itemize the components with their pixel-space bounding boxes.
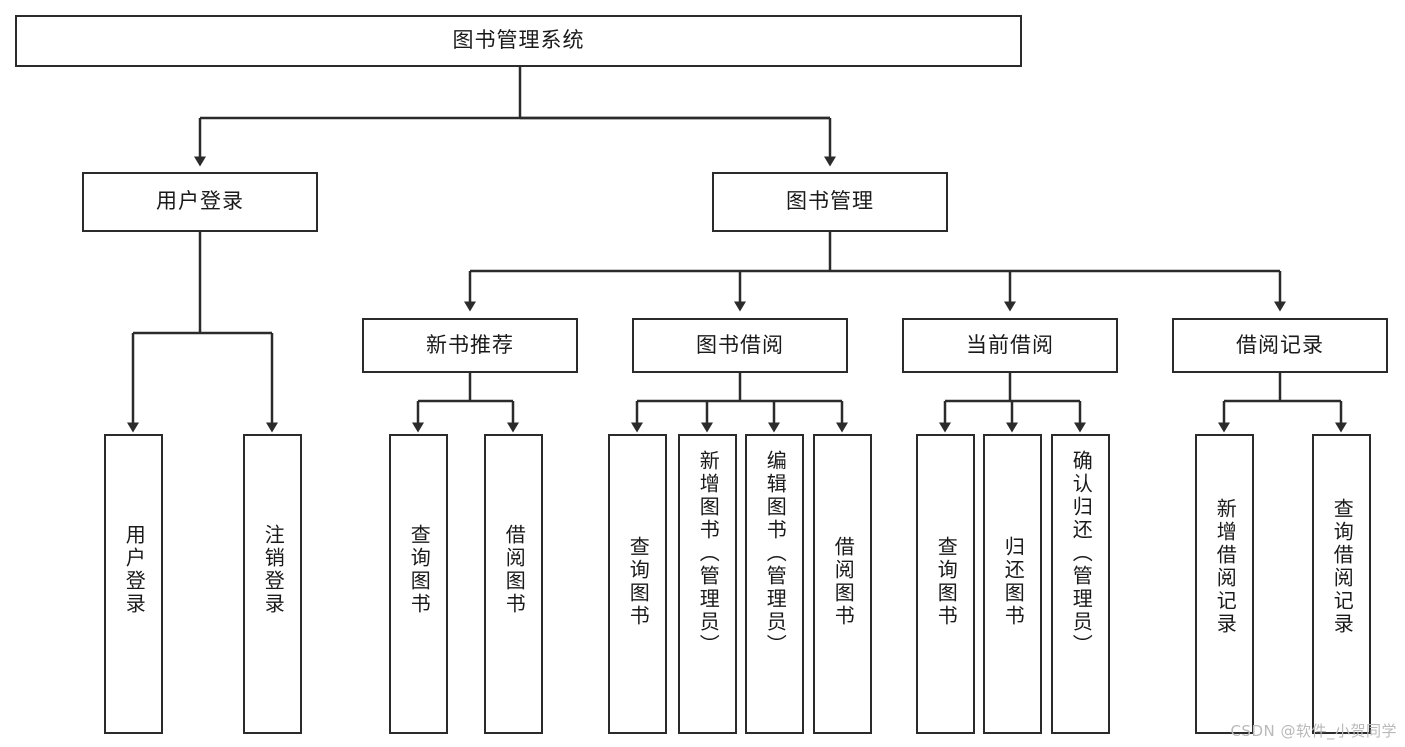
node-current-borrow[interactable]: 当前借阅 bbox=[902, 318, 1118, 373]
node-label: 借阅图书 bbox=[502, 524, 527, 616]
node-borrow-record[interactable]: 借阅记录 bbox=[1172, 318, 1388, 373]
leaf-return-book[interactable]: 归还图书 bbox=[983, 434, 1042, 734]
node-label: 注销登录 bbox=[261, 524, 286, 616]
leaf-query-book-current[interactable]: 查询图书 bbox=[916, 434, 975, 734]
leaf-user-login[interactable]: 用户登录 bbox=[104, 434, 163, 734]
node-label: 查询图书 bbox=[626, 536, 651, 628]
node-label: 当前借阅 bbox=[966, 332, 1054, 357]
node-label: 图书管理 bbox=[786, 189, 874, 214]
node-label: 借阅记录 bbox=[1236, 332, 1324, 357]
node-label: 查询图书 bbox=[934, 536, 959, 628]
node-label: 借阅图书 bbox=[831, 536, 856, 628]
node-label: 新增借阅记录 bbox=[1213, 498, 1238, 636]
leaf-query-borrow-record[interactable]: 查询借阅记录 bbox=[1312, 434, 1371, 734]
node-label: 图书管理系统 bbox=[452, 28, 585, 53]
leaf-borrow-book-recommend[interactable]: 借阅图书 bbox=[484, 434, 543, 734]
node-user-login[interactable]: 用户登录 bbox=[82, 172, 318, 232]
watermark: CSDN @软件_小贺同学 bbox=[1230, 722, 1397, 740]
leaf-logout[interactable]: 注销登录 bbox=[243, 434, 302, 734]
node-label: 新增图书（管理员） bbox=[696, 450, 721, 657]
node-label: 查询借阅记录 bbox=[1330, 498, 1355, 636]
node-label: 新书推荐 bbox=[426, 332, 514, 357]
leaf-add-borrow-record[interactable]: 新增借阅记录 bbox=[1195, 434, 1254, 734]
leaf-edit-book-admin[interactable]: 编辑图书（管理员） bbox=[745, 434, 804, 734]
leaf-query-book-borrow[interactable]: 查询图书 bbox=[608, 434, 667, 734]
node-label: 确认归还（管理员） bbox=[1069, 450, 1094, 657]
node-book-management[interactable]: 图书管理 bbox=[712, 172, 948, 232]
node-label: 归还图书 bbox=[1001, 536, 1026, 628]
node-label: 查询图书 bbox=[407, 524, 432, 616]
node-label: 编辑图书（管理员） bbox=[763, 450, 788, 657]
node-label: 用户登录 bbox=[122, 524, 147, 616]
node-book-borrow[interactable]: 图书借阅 bbox=[632, 318, 848, 373]
leaf-confirm-return-admin[interactable]: 确认归还（管理员） bbox=[1051, 434, 1110, 734]
node-label: 用户登录 bbox=[156, 189, 244, 214]
node-label: 图书借阅 bbox=[696, 332, 784, 357]
leaf-borrow-book[interactable]: 借阅图书 bbox=[813, 434, 872, 734]
node-new-book-recommend[interactable]: 新书推荐 bbox=[362, 318, 578, 373]
leaf-add-book-admin[interactable]: 新增图书（管理员） bbox=[678, 434, 737, 734]
leaf-query-book-recommend[interactable]: 查询图书 bbox=[389, 434, 448, 734]
node-root-book-management-system[interactable]: 图书管理系统 bbox=[15, 15, 1022, 67]
